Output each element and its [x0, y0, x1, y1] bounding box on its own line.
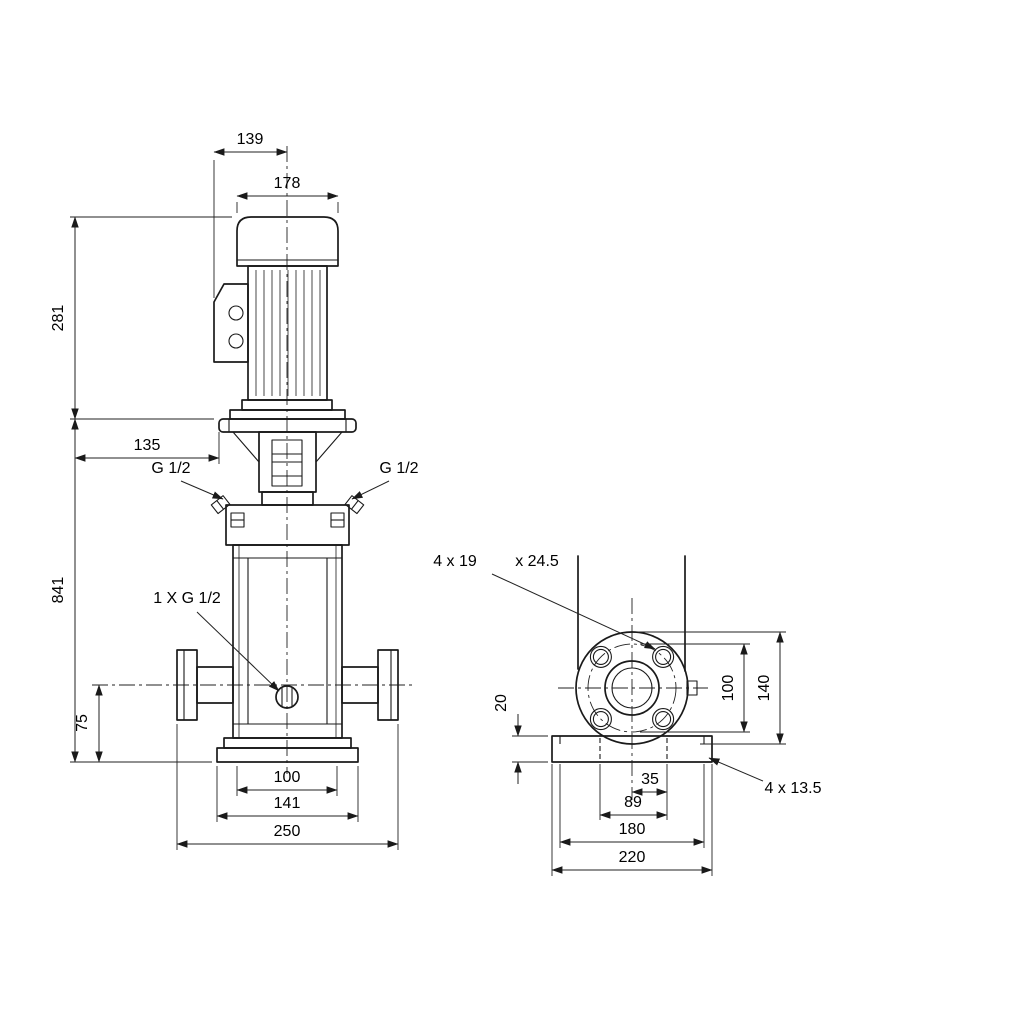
dim-label-base-length: 220 — [619, 849, 646, 866]
dim-bolt-circle: 100 — [640, 643, 750, 733]
dim-motor-height: 281 — [50, 216, 232, 420]
dim-anchor-offset: 35 — [631, 764, 668, 820]
label-flange-holes: 4 x 19 x 24.5 — [433, 553, 656, 650]
front-view: 139 178 281 135 84 — [50, 131, 419, 850]
dim-base-length: 220 — [551, 764, 713, 876]
label-drain-port: 1 X G 1/2 — [153, 590, 280, 692]
motor-fins — [255, 270, 321, 396]
terminal-box — [213, 283, 249, 363]
pump-base — [216, 737, 359, 763]
pump-head — [210, 491, 365, 546]
label-base-holes: 4 x 13.5 — [708, 757, 822, 797]
dim-flange-od: 140 — [638, 631, 786, 745]
drain-plug-boss — [275, 685, 299, 709]
chamber-stack — [232, 544, 343, 739]
dim-anchor-pair-spacing: 89 — [599, 764, 668, 820]
gauge-port-left-label: G 1/2 — [151, 460, 190, 477]
dim-flange-to-flange: 250 — [176, 724, 399, 850]
base-holes-label: 4 x 13.5 — [765, 780, 822, 797]
flange-counterbore-label: x 24.5 — [515, 553, 559, 570]
gauge-port-right-label: G 1/2 — [379, 460, 418, 477]
dim-label-total-height: 841 — [50, 577, 67, 604]
drain-port-label: 1 X G 1/2 — [153, 590, 221, 607]
flange-bolt-holes — [589, 645, 675, 731]
coupling-lantern — [232, 431, 343, 493]
dim-anchor-spacing-front: 100 — [236, 766, 338, 796]
suction-flange — [176, 649, 234, 721]
dim-label-anchor-spacing-length: 180 — [619, 821, 646, 838]
dim-base-width-front: 141 — [216, 766, 359, 822]
motor-outline — [213, 216, 357, 433]
dim-label-flange-od: 140 — [756, 675, 773, 702]
side-dimensions: 4 x 19 x 24.5 20 100 140 — [433, 553, 822, 876]
dim-anchor-spacing-length: 180 — [559, 764, 705, 848]
dim-label-anchor-offset: 35 — [641, 771, 659, 788]
dim-motor-top-width: 139 — [213, 131, 288, 298]
dim-label-motor-width: 178 — [274, 175, 301, 192]
dim-label-bolt-circle: 100 — [720, 675, 737, 702]
dim-label-anchor-spacing-front: 100 — [274, 769, 301, 786]
dim-total-height: 841 — [50, 418, 212, 763]
dim-label-anchor-pair-spacing: 89 — [624, 794, 642, 811]
dim-flange-offset: 135 — [74, 432, 220, 464]
front-centerlines — [92, 146, 412, 774]
gauge-plug-right — [344, 495, 365, 515]
dim-label-port-height: 75 — [74, 714, 91, 732]
dim-label-flange-offset: 135 — [134, 437, 161, 454]
dim-label-base-width-front: 141 — [274, 795, 301, 812]
flange-holes-label: 4 x 19 — [433, 553, 477, 570]
label-gauge-port-left: G 1/2 — [151, 460, 224, 500]
flange-side-tab — [686, 680, 698, 696]
dim-motor-width: 178 — [236, 175, 339, 213]
label-gauge-port-right: G 1/2 — [351, 460, 419, 500]
dim-label-flange-to-flange: 250 — [274, 823, 301, 840]
dim-label-motor-top-width: 139 — [237, 131, 264, 148]
side-body-outline — [577, 555, 686, 672]
side-view: 4 x 19 x 24.5 20 100 140 — [433, 553, 822, 876]
port-flange-face — [575, 631, 698, 745]
dim-port-height: 75 — [74, 684, 103, 763]
gauge-plug-left — [210, 495, 231, 515]
dim-base-thickness: 20 — [493, 694, 548, 784]
dim-label-base-thickness: 20 — [493, 694, 510, 712]
staybolt-nuts — [230, 512, 345, 528]
dim-label-motor-height: 281 — [50, 305, 67, 332]
discharge-flange — [341, 649, 399, 721]
front-dimensions: 139 178 281 135 84 — [50, 131, 419, 850]
